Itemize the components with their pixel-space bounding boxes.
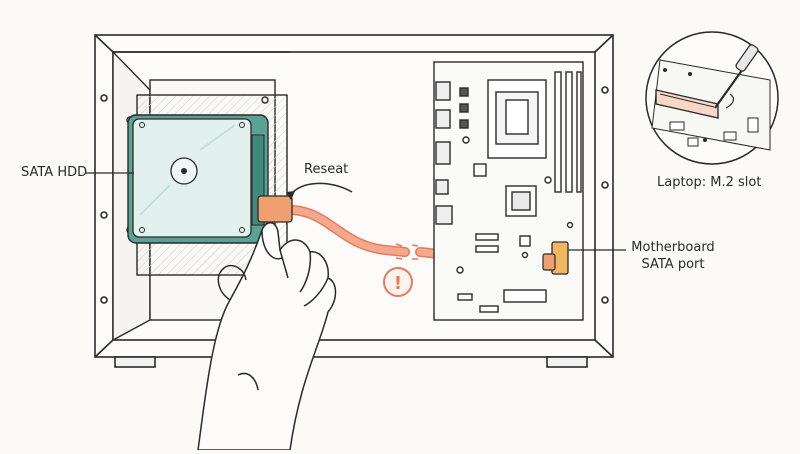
motherboard-label-line1: Motherboard	[631, 240, 715, 255]
hdd-sata-connector	[257, 195, 293, 223]
motherboard	[433, 61, 584, 321]
reseat-label: Reseat	[304, 162, 349, 177]
laptop-label: Laptop: M.2 slot	[657, 175, 762, 190]
warning-glyph: !	[394, 273, 402, 294]
laptop-inset	[645, 31, 779, 165]
motherboard-label: Motherboard SATA port	[630, 239, 716, 273]
reseat-arrowhead	[286, 191, 295, 200]
sata-hdd	[127, 114, 269, 244]
hand	[197, 222, 337, 451]
motherboard-label-line2: SATA port	[641, 257, 705, 272]
motherboard-cable-connector	[542, 253, 556, 271]
warning-icon: !	[383, 267, 413, 297]
hdd-label: SATA HDD	[21, 165, 88, 180]
